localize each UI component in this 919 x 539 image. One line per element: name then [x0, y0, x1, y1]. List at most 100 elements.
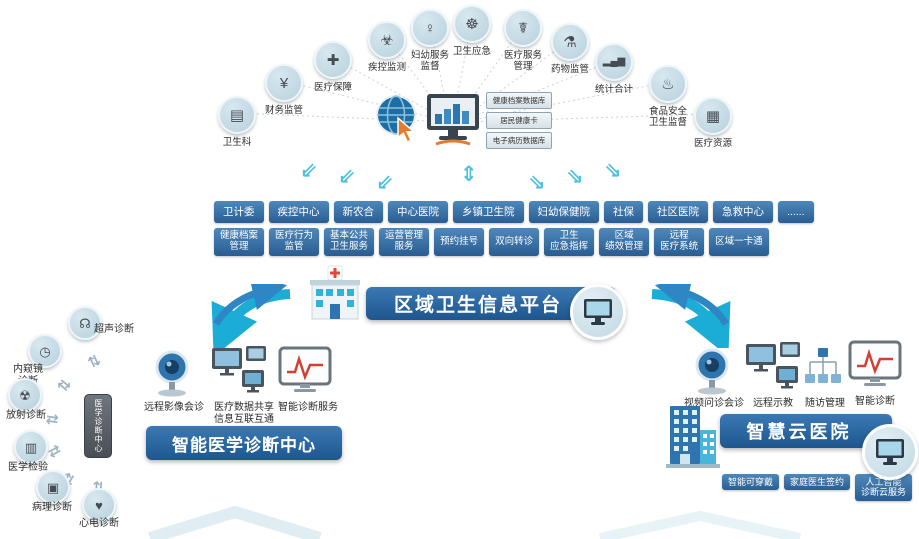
service-button: 基本公共 卫生服务	[324, 228, 375, 256]
arc-module-label: 财务监管	[264, 105, 303, 116]
ecg-diagnosis-icon: ♥	[82, 488, 116, 522]
service-label: 医疗数据共享 信息互联互通	[214, 402, 274, 425]
org-button: 疾控中心	[268, 201, 329, 223]
service-label: 远程示教	[753, 398, 793, 409]
remote-teaching-monitors-icon	[744, 342, 802, 390]
pathology-icon: ▣	[36, 470, 70, 504]
family-doctor-button: 家庭医生签约	[784, 474, 851, 491]
arc-module-medical-insurance: ✚ 医疗保障	[290, 41, 376, 93]
finance-glyph: ¥	[279, 74, 289, 92]
cursor-arrow-icon	[397, 116, 416, 143]
service-button: 医疗行为 监管	[269, 228, 320, 256]
arc-module-food-safety: ♨ 食品安全 卫生监督	[625, 65, 711, 129]
org-button-row: 卫计委 疾控中心 新农合 中心医院 乡镇卫生院 妇幼保健院 社保 社区医院 急救…	[214, 201, 814, 223]
video-consult-webcam-icon	[692, 348, 732, 396]
maternal-child-glyph: ♀	[424, 19, 436, 37]
radiology-icon: ☢	[8, 378, 42, 412]
database-stack: 健康档案数据库 居民健康卡 电子病历数据库	[486, 92, 552, 152]
cloud-hospital-building-icon	[666, 402, 720, 472]
drug-supervision-glyph: ⚗	[563, 33, 577, 51]
lab-test-glyph: ▥	[24, 439, 38, 455]
dashboard-monitor-icon	[424, 92, 482, 148]
service-label: 智能诊断	[855, 396, 895, 407]
health-emergency-glyph: ☸	[465, 15, 479, 33]
arc-module-label: 医疗保障	[313, 82, 352, 93]
arc-module-disease-control: ☣ 疾控监测	[344, 21, 430, 73]
arc-module-drug-supervision: ⚗ 药物监管	[527, 23, 613, 75]
service-button: 预约挂号	[434, 228, 485, 256]
service-button: 双向转诊	[489, 228, 540, 256]
database-box-emr: 电子病历数据库	[486, 132, 552, 149]
arc-module-label: 食品安全 卫生监督	[648, 106, 687, 129]
org-button: 新农合	[333, 201, 383, 223]
arc-module-label: 医疗服务 管理	[503, 50, 542, 73]
monitor-icon	[876, 439, 904, 465]
disease-control-icon: ☣	[368, 21, 406, 59]
platform-title: 区域卫生信息平台	[393, 295, 562, 316]
disease-control-glyph: ☣	[380, 31, 394, 49]
arc-module-label: 医疗资源	[693, 138, 732, 149]
ecg-monitor-icon	[278, 346, 332, 396]
maternal-child-icon: ♀	[411, 9, 449, 47]
ecg-diagnosis-glyph: ♥	[95, 497, 103, 513]
org-button: 乡镇卫生院	[453, 201, 524, 223]
followup-orgchart-icon	[800, 346, 846, 392]
arc-module-maternal-child: ♀ 妇幼服务 监督	[387, 9, 473, 73]
modality-label: 心电诊断	[79, 518, 119, 529]
arc-module-label: 药物监管	[550, 64, 589, 75]
service-label: 智能诊断服务	[278, 402, 338, 413]
cloud-hospital-banner: 智慧云医院	[720, 414, 892, 448]
ultrasound-glyph: ☊	[79, 315, 91, 331]
health-section-icon: ▤	[218, 96, 256, 134]
modality-label: 医学检验	[8, 462, 48, 473]
cloud-hospital-monitor-badge	[862, 424, 918, 480]
sync-arrows-left	[206, 284, 294, 348]
medical-insurance-glyph: ✚	[326, 51, 340, 69]
food-safety-icon: ♨	[649, 65, 687, 103]
flow-arrow-icon: ⇘	[566, 165, 584, 188]
service-button: 区域一卡通	[709, 228, 769, 256]
arc-module-label: 疾控监测	[367, 62, 406, 73]
endoscopy-icon: ◷	[28, 334, 62, 368]
flow-arrow-icon: ⇕	[460, 163, 478, 186]
wearable-button: 智能可穿戴	[722, 474, 780, 491]
food-safety-glyph: ♨	[661, 75, 675, 93]
arc-module-finance: ¥ 财务监管	[241, 64, 327, 116]
radiology-glyph: ☢	[19, 387, 31, 403]
modality-label: 病理诊断	[32, 502, 72, 513]
org-button: 社区医院	[648, 201, 708, 223]
service-button: 远程 医疗系统	[654, 228, 705, 256]
service-button: 区域 绩效管理	[599, 228, 650, 256]
arc-module-medical-resource: ▦ 医疗资源	[670, 97, 756, 149]
service-button-row: 健康档案 管理 医疗行为 监管 基本公共 卫生服务 运营管理 服务 预约挂号 双…	[214, 228, 769, 256]
globe-icon	[374, 94, 420, 146]
sync-arrows-right	[648, 284, 736, 348]
org-button: 社保	[604, 201, 643, 223]
database-box-health-records: 健康档案数据库	[486, 92, 552, 109]
platform-monitor-badge	[570, 284, 626, 340]
lab-test-icon: ▥	[14, 430, 48, 464]
org-button: 卫计委	[214, 201, 264, 223]
diagnosis-center-banner: 智能医学诊断中心	[146, 426, 342, 460]
org-button: 妇幼保健院	[528, 201, 599, 223]
modality-label: 超声诊断	[94, 324, 134, 335]
flow-arrow-icon: ⇘	[604, 159, 622, 182]
flow-arrow-icon: ⇘	[528, 171, 546, 194]
org-button: 中心医院	[388, 201, 448, 223]
arc-module-health-emergency: ☸ 卫生应急	[429, 5, 515, 57]
medical-resource-icon: ▦	[694, 97, 732, 135]
modality-label: 放射诊断	[6, 410, 46, 421]
diagnosis-hub-label: 医学诊断中心	[94, 399, 103, 453]
arc-module-label: 妇幼服务 监督	[410, 50, 449, 73]
diagnosis-hub-device: 医学诊断中心	[84, 394, 112, 458]
service-label: 视频问诊会诊	[684, 398, 744, 409]
monitor-icon	[584, 299, 612, 325]
medical-resource-glyph: ▦	[705, 107, 721, 125]
flow-arrow-icon: ⇙	[300, 159, 318, 182]
medical-insurance-icon: ✚	[314, 41, 352, 79]
pathology-glyph: ▣	[46, 479, 60, 495]
medical-service-glyph: ☤	[517, 19, 529, 37]
service-button: 运营管理 服务	[379, 228, 430, 256]
statistics-icon: ▂▄▆	[595, 43, 633, 81]
